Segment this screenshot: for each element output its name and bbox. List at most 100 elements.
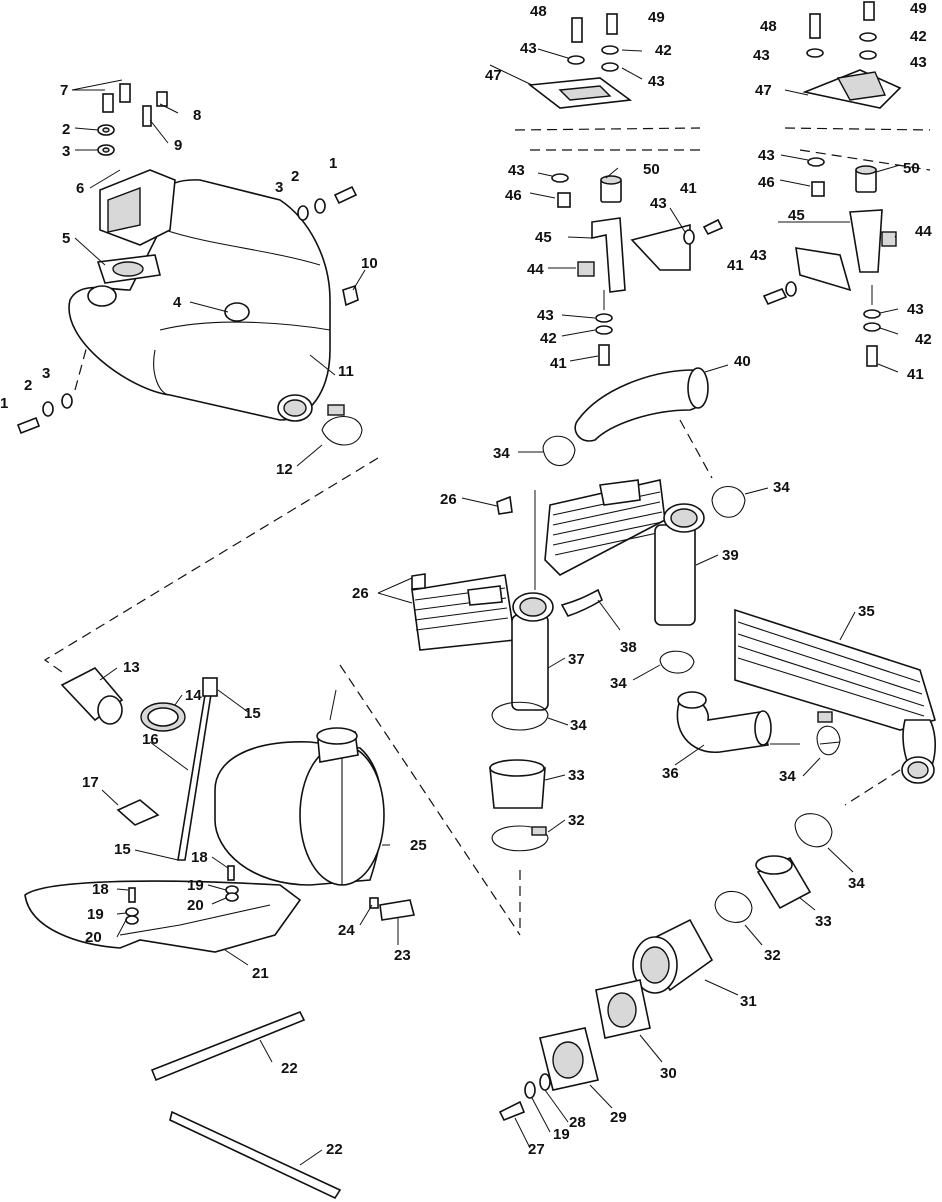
callout-42: 42 xyxy=(655,42,672,59)
callout-26: 26 xyxy=(440,491,457,508)
callout-34: 34 xyxy=(610,675,627,692)
clamp-34-b xyxy=(711,486,746,518)
callout-19: 19 xyxy=(553,1126,570,1143)
callout-43: 43 xyxy=(508,162,525,179)
callout-36: 36 xyxy=(662,765,679,782)
callout-44: 44 xyxy=(915,223,932,240)
lower-left-assembly xyxy=(24,666,416,1200)
callout-47: 47 xyxy=(755,82,772,99)
callout-11: 11 xyxy=(338,363,354,380)
callout-38: 38 xyxy=(620,639,637,656)
callout-43: 43 xyxy=(520,40,537,57)
callout-29: 29 xyxy=(610,1109,627,1126)
hose-40 xyxy=(574,369,707,442)
hardware-bolts-washers-left xyxy=(16,83,363,446)
muffler-assembly xyxy=(68,169,359,422)
callout-26: 26 xyxy=(352,585,369,602)
callout-22: 22 xyxy=(326,1141,343,1158)
callout-33: 33 xyxy=(568,767,585,784)
callout-42: 42 xyxy=(540,330,557,347)
pad-22-a xyxy=(150,1010,306,1082)
callout-34: 34 xyxy=(493,445,510,462)
callout-31: 31 xyxy=(740,993,757,1010)
callout-20: 20 xyxy=(85,929,102,946)
callout-16: 16 xyxy=(142,731,159,748)
callout-43: 43 xyxy=(750,247,767,264)
callout-44: 44 xyxy=(527,261,544,278)
callout-49: 49 xyxy=(648,9,665,26)
callout-41: 41 xyxy=(680,180,697,197)
callout-5: 5 xyxy=(62,230,70,247)
pad-17 xyxy=(116,799,160,826)
hose-40-group xyxy=(542,367,746,518)
callout-32: 32 xyxy=(568,812,585,829)
clamp-34-d xyxy=(816,725,841,756)
callout-40: 40 xyxy=(734,353,751,370)
callout-28: 28 xyxy=(569,1114,586,1131)
clamp-32-b xyxy=(714,890,753,923)
callout-3: 3 xyxy=(275,179,283,196)
callout-7: 7 xyxy=(60,82,68,99)
callout-18: 18 xyxy=(191,849,208,866)
clamp-34-e xyxy=(491,701,549,731)
upper-mount-brackets xyxy=(527,1,902,367)
callout-50: 50 xyxy=(643,161,660,178)
callout-2: 2 xyxy=(62,121,70,138)
clamp-32-a xyxy=(491,825,549,852)
callout-39: 39 xyxy=(722,547,739,564)
callout-46: 46 xyxy=(758,174,775,191)
bracket-45-right xyxy=(849,209,883,273)
cooler-middle-37 xyxy=(411,573,603,711)
clamp-12 xyxy=(321,416,363,446)
callout-43: 43 xyxy=(910,54,927,71)
callout-41: 41 xyxy=(550,355,567,372)
callout-43: 43 xyxy=(753,47,770,64)
callout-2: 2 xyxy=(24,377,32,394)
callout-3: 3 xyxy=(62,143,70,160)
callout-18: 18 xyxy=(92,881,109,898)
callout-2: 2 xyxy=(291,168,299,185)
callout-41: 41 xyxy=(907,366,924,383)
cooler-lower-35 xyxy=(659,608,936,784)
callout-30: 30 xyxy=(660,1065,677,1082)
bracket-21 xyxy=(24,880,302,953)
callout-32: 32 xyxy=(764,947,781,964)
callout-13: 13 xyxy=(123,659,140,676)
callout-42: 42 xyxy=(910,28,927,45)
callout-10: 10 xyxy=(361,255,378,272)
callout-37: 37 xyxy=(568,651,585,668)
callout-35: 35 xyxy=(858,603,875,620)
callout-34: 34 xyxy=(848,875,865,892)
callout-34: 34 xyxy=(570,717,587,734)
callout-43: 43 xyxy=(907,301,924,318)
callout-34: 34 xyxy=(773,479,790,496)
callout-43: 43 xyxy=(758,147,775,164)
callout-25: 25 xyxy=(410,837,427,854)
cooler-upper-39 xyxy=(496,479,705,626)
callout-49: 49 xyxy=(910,0,927,17)
callout-12: 12 xyxy=(276,461,293,478)
elbow-and-couplers xyxy=(489,691,841,1122)
callout-33: 33 xyxy=(815,913,832,930)
clamp-34-a xyxy=(542,435,576,467)
callout-27: 27 xyxy=(528,1141,545,1158)
clamp-34-f xyxy=(794,813,833,848)
callout-19: 19 xyxy=(187,877,204,894)
callout-42: 42 xyxy=(915,331,932,348)
callout-15: 15 xyxy=(244,705,261,722)
callout-1: 1 xyxy=(0,395,8,412)
callout-50: 50 xyxy=(903,160,920,177)
bracket-23 xyxy=(379,899,416,921)
callout-19: 19 xyxy=(87,906,104,923)
callout-23: 23 xyxy=(394,947,411,964)
callout-22: 22 xyxy=(281,1060,298,1077)
callout-45: 45 xyxy=(535,229,552,246)
bracket-45-left xyxy=(591,217,626,293)
callout-43: 43 xyxy=(537,307,554,324)
callout-24: 24 xyxy=(338,922,355,939)
callout-48: 48 xyxy=(530,3,547,20)
callout-9: 9 xyxy=(174,137,182,154)
callout-4: 4 xyxy=(173,294,182,311)
callout-15: 15 xyxy=(114,841,131,858)
